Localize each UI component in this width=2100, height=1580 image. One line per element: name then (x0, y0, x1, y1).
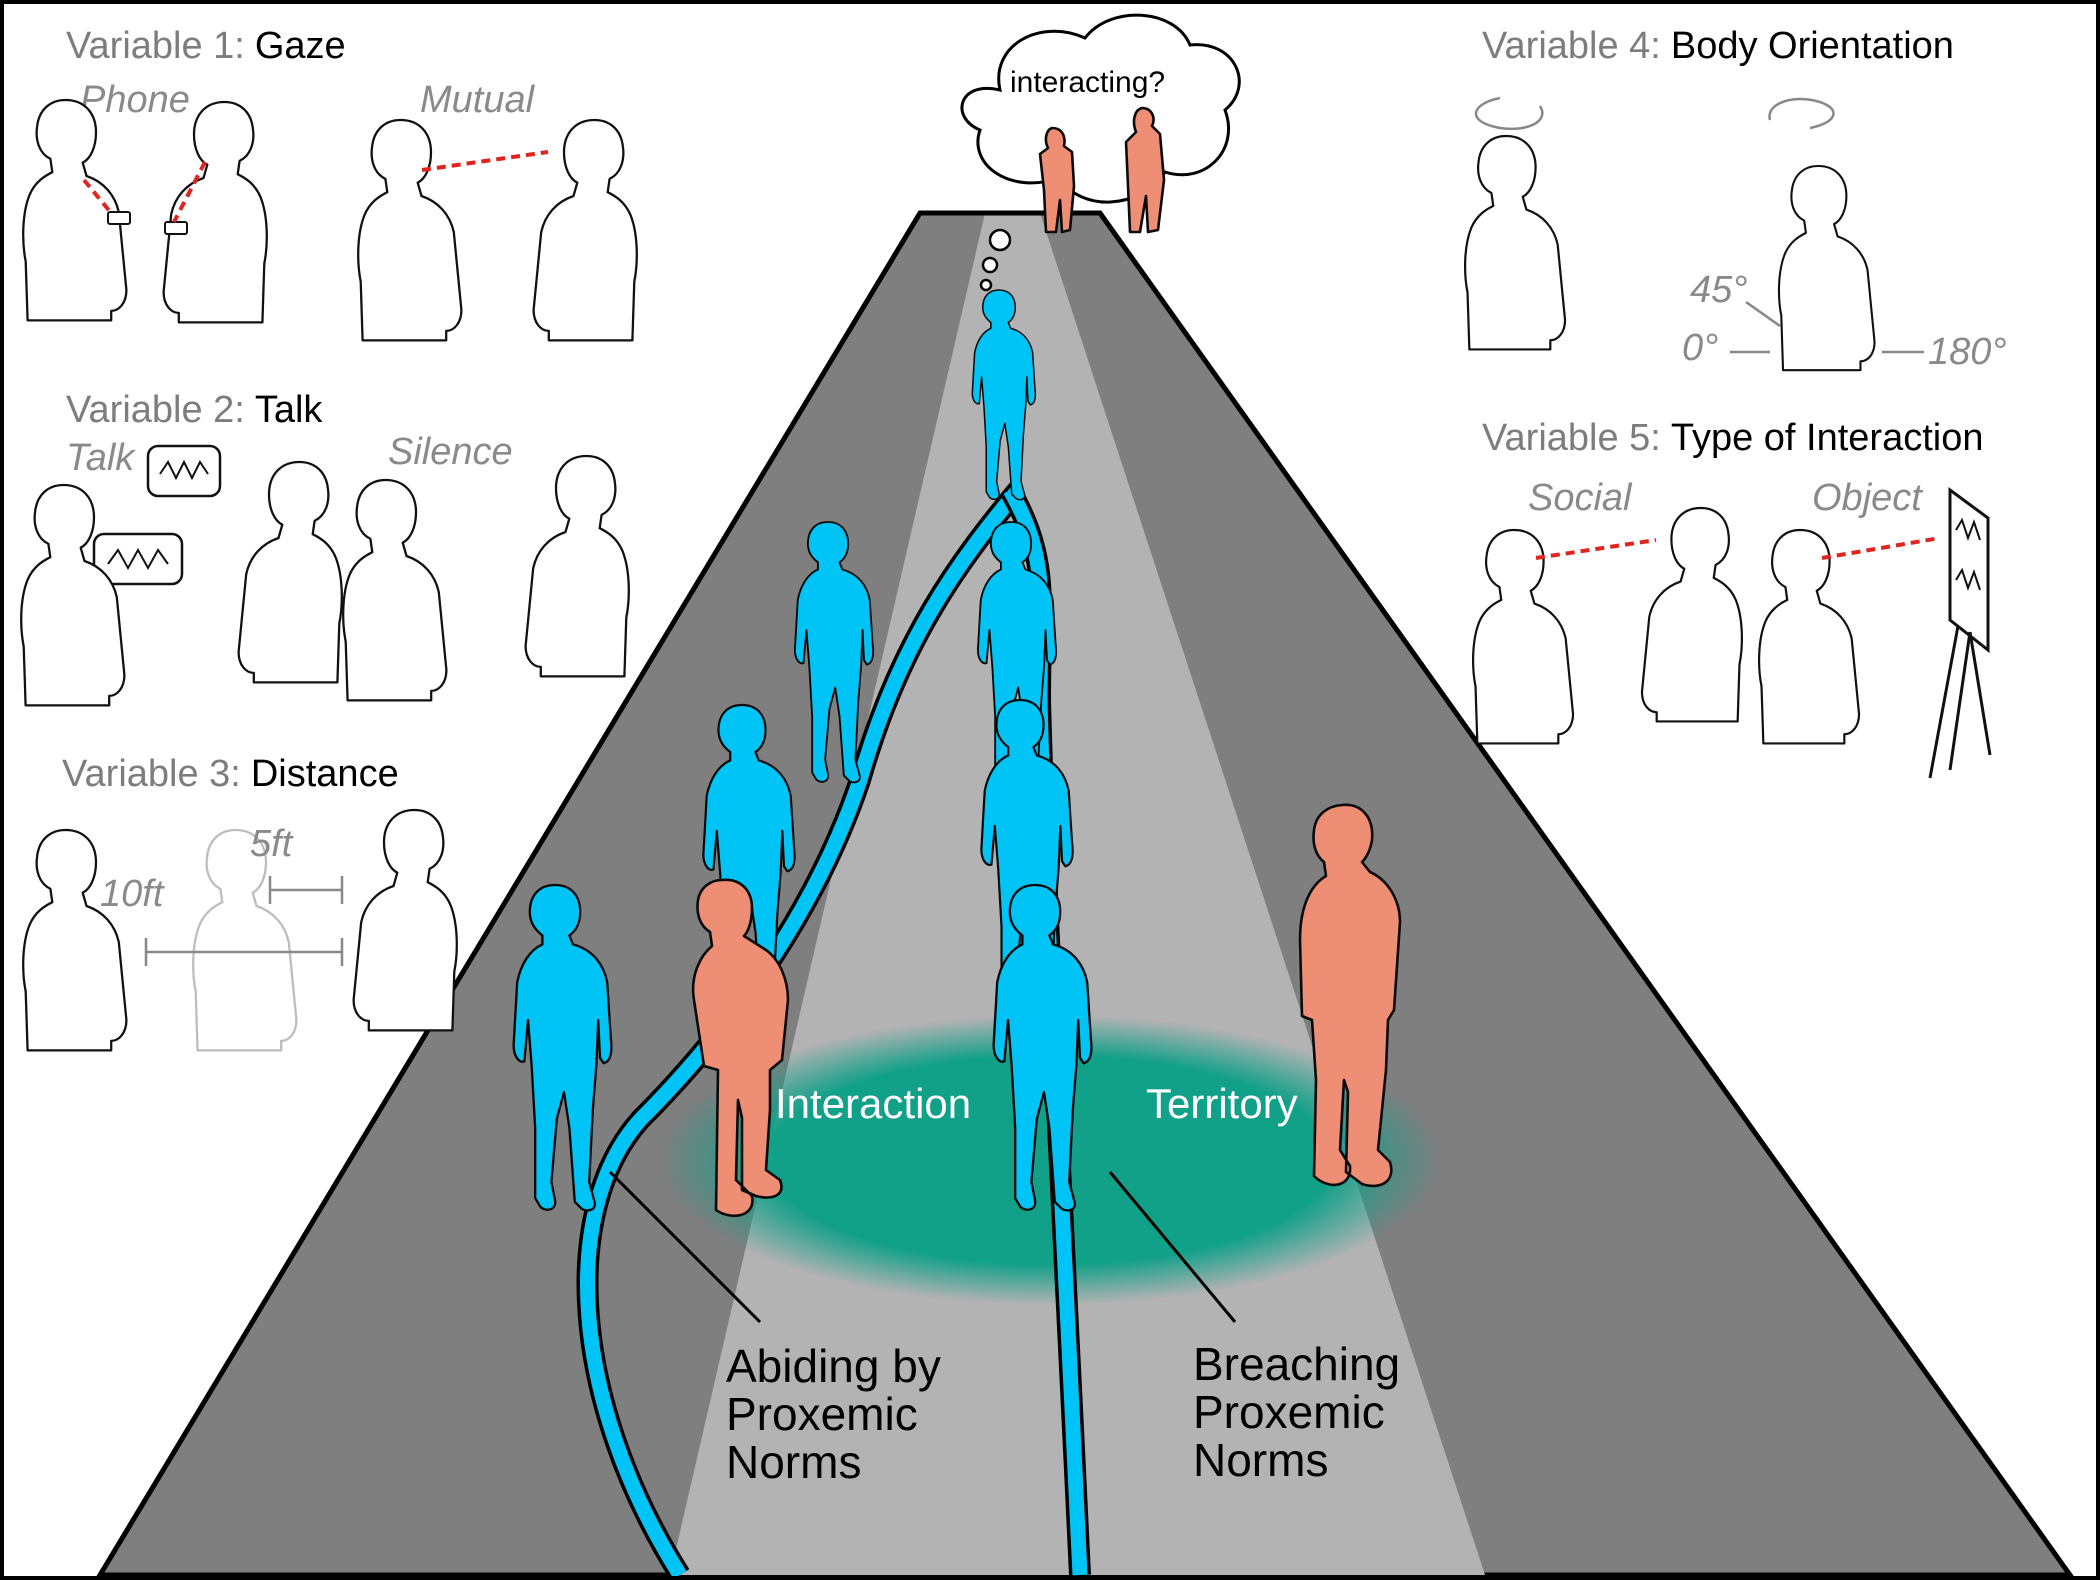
variable-3-title: Variable 3:Distance (62, 753, 399, 795)
variable-3-prefix: Variable 3: (62, 753, 241, 795)
breaching-line-2: Proxemic (1193, 1386, 1385, 1438)
sketch-figure (1463, 134, 1567, 351)
variable-5-prefix: Variable 5: (1482, 417, 1661, 459)
variable-5-name: Type of Interaction (1671, 417, 1984, 459)
thought-text: interacting? (1010, 66, 1165, 99)
gaze-line (1821, 536, 1941, 560)
phone-icon (164, 221, 188, 235)
breaching-line-1: Breaching (1193, 1338, 1400, 1390)
angle-45: 45° (1690, 269, 1747, 311)
distance-option-5ft: 5ft (250, 823, 294, 865)
sketch-figure (22, 828, 128, 1052)
breaching-leader (1108, 1171, 1237, 1323)
phone-icon (107, 211, 131, 225)
sketch-figure (22, 98, 128, 322)
gaze-option-mutual: Mutual (420, 79, 536, 121)
speech-bubble-icon (146, 444, 222, 498)
breaching-line-3: Norms (1193, 1434, 1328, 1486)
variable-3-panel: Variable 3:Distance 10ft 5ft (22, 753, 458, 1052)
interaction-option-object: Object (1812, 477, 1923, 519)
sketch-figure (1471, 528, 1575, 745)
sketch-figure (352, 808, 458, 1032)
sketch-figure (524, 454, 630, 678)
variable-4-name: Body Orientation (1671, 25, 1954, 67)
abiding-line-3: Norms (726, 1436, 861, 1488)
easel-icon (1928, 487, 1992, 779)
abiding-label: Abiding by Proxemic Norms (726, 1340, 954, 1488)
gaze-option-phone: Phone (80, 79, 190, 121)
variable-4-panel: Variable 4:Body Orientation 45° 0° 180° (1463, 25, 2007, 373)
sketch-figure (1640, 506, 1744, 723)
gaze-line (1535, 538, 1657, 560)
variable-4-prefix: Variable 4: (1482, 25, 1661, 67)
sketch-figure (20, 483, 126, 707)
interaction-option-social: Social (1528, 477, 1633, 519)
distance-measure-5ft (268, 876, 344, 904)
sketch-figure (237, 460, 343, 684)
thought-figure (1038, 126, 1076, 234)
rotate-icon (1768, 97, 1835, 130)
abiding-line-1: Abiding by (726, 1340, 941, 1392)
thought-figure (1124, 106, 1166, 234)
angle-0: 0° (1682, 327, 1718, 369)
talk-option-talk: Talk (66, 437, 136, 479)
sketch-figure (532, 118, 638, 342)
variable-5-title: Variable 5:Type of Interaction (1482, 417, 1984, 459)
variable-1-name: Gaze (255, 25, 346, 67)
variable-4-title: Variable 4:Body Orientation (1482, 25, 1954, 67)
breaching-label: Breaching Proxemic Norms (1193, 1338, 1413, 1486)
gaze-line (421, 150, 549, 172)
sketch-figure (1757, 528, 1861, 745)
sketch-figure (342, 478, 448, 702)
variable-2-name: Talk (255, 389, 324, 431)
thought-cloud: interacting? (960, 13, 1241, 292)
gaze-line (82, 178, 114, 216)
rotate-icon (1474, 96, 1544, 131)
variable-1-prefix: Variable 1: (66, 25, 245, 67)
sketch-figure (162, 100, 268, 324)
variable-5-panel: Variable 5:Type of Interaction Social Ob… (1471, 417, 1992, 779)
sketch-figure (357, 118, 463, 342)
confederate-right (1298, 803, 1402, 1188)
sketch-figure (1777, 164, 1876, 372)
abiding-line-2: Proxemic (726, 1388, 918, 1440)
arrow-45-icon (1745, 300, 1781, 328)
distance-measure-10ft (144, 938, 344, 966)
confederate-left (691, 878, 790, 1218)
variable-2-panel: Variable 2:Talk Talk Silence (20, 389, 630, 707)
variable-1-panel: Variable 1:Gaze Phone Mutual (22, 25, 638, 342)
variable-1-title: Variable 1:Gaze (66, 25, 346, 67)
distance-option-10ft: 10ft (100, 873, 165, 915)
variable-2-title: Variable 2:Talk (66, 389, 323, 431)
territory-label-right: Territory (1146, 1080, 1298, 1127)
variable-3-name: Distance (251, 753, 399, 795)
territory-label-left: Interaction (775, 1080, 971, 1127)
gaze-line (172, 161, 207, 223)
confederate-figures (691, 803, 1402, 1218)
speech-bubble-icon (92, 532, 184, 586)
variable-2-prefix: Variable 2: (66, 389, 245, 431)
talk-option-silence: Silence (388, 431, 513, 473)
abiding-leader (608, 1170, 762, 1324)
angle-180: 180° (1928, 331, 2007, 373)
